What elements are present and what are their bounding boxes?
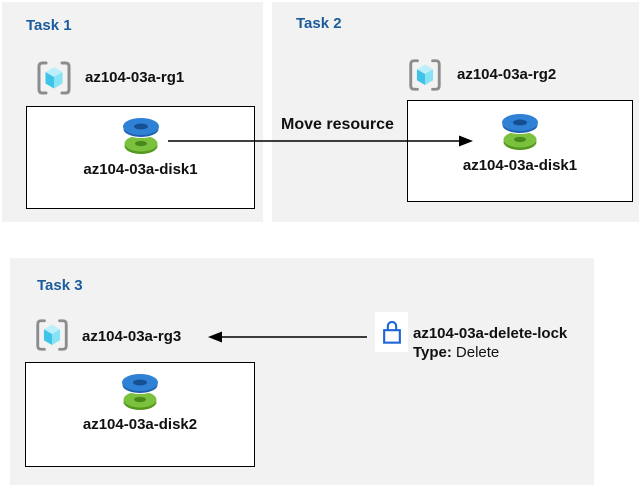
task3-resource-label: az104-03a-disk2: [82, 416, 198, 433]
resource-group-icon: [406, 56, 444, 94]
task1-resource-group-label: az104-03a-rg1: [85, 69, 185, 86]
disk-icon: [119, 115, 163, 155]
lock-annotation: az104-03a-delete-lock Type:Delete: [413, 324, 567, 362]
task2-resource-group-label: az104-03a-rg2: [457, 66, 557, 83]
lock-type-value: Delete: [455, 344, 500, 361]
task3-resource-group-label: az104-03a-rg3: [82, 328, 182, 345]
move-resource-label: Move resource: [281, 116, 394, 133]
lock-type-label: Type:: [413, 344, 452, 361]
lock-icon-box: [375, 312, 408, 352]
lock-name: az104-03a-delete-lock: [413, 325, 568, 342]
resource-group-icon: [33, 316, 71, 354]
task1-title: Task 1: [26, 17, 72, 34]
disk-icon: [498, 111, 542, 151]
task2-resource-label: az104-03a-disk1: [462, 157, 578, 174]
disk-icon: [118, 371, 162, 411]
lock-icon: [380, 317, 404, 348]
task1-resource-box: [26, 106, 255, 209]
task1-resource-label: az104-03a-disk1: [83, 161, 198, 178]
task3-title: Task 3: [37, 277, 83, 294]
lock-type-line: Type:Delete: [413, 343, 567, 362]
resource-group-icon: [34, 58, 74, 98]
task2-title: Task 2: [296, 15, 342, 32]
